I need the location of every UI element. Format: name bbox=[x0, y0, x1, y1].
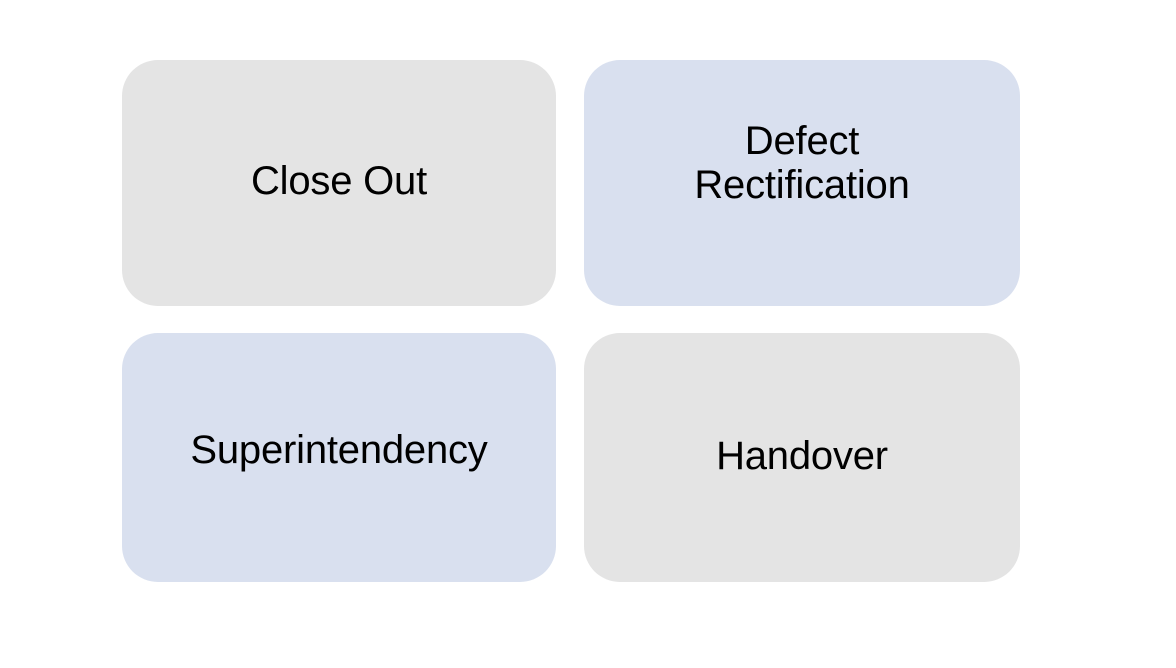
card-handover[interactable]: Handover bbox=[584, 333, 1020, 582]
card-label-defect-rectification: Defect Rectification bbox=[694, 119, 910, 207]
card-close-out[interactable]: Close Out bbox=[122, 60, 556, 306]
card-grid: Close Out Defect Rectification Superinte… bbox=[122, 60, 1020, 582]
card-defect-rectification[interactable]: Defect Rectification bbox=[584, 60, 1020, 306]
card-label-close-out: Close Out bbox=[250, 159, 428, 203]
card-label-superintendency: Superintendency bbox=[190, 427, 488, 472]
card-label-handover: Handover bbox=[716, 433, 888, 478]
card-superintendency[interactable]: Superintendency bbox=[122, 333, 556, 582]
